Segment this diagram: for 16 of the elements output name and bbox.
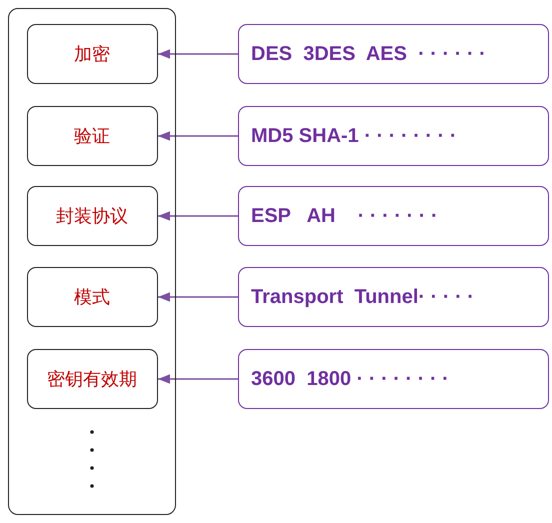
arrow bbox=[158, 374, 238, 384]
arrow bbox=[158, 49, 238, 59]
category-box: 封装协议 bbox=[26, 186, 158, 246]
category-box: 密钥有效期 bbox=[26, 348, 158, 408]
category-box: 验证 bbox=[26, 106, 158, 166]
category-box: 加密 bbox=[26, 24, 158, 84]
option-box: MD5 SHA-1 · · · · · · · · bbox=[238, 106, 549, 166]
arrow bbox=[158, 211, 238, 221]
arrow bbox=[158, 131, 238, 141]
arrow bbox=[158, 292, 238, 302]
option-box: 3600 1800 · · · · · · · · bbox=[238, 349, 549, 409]
option-box: ESP AH · · · · · · · bbox=[238, 186, 549, 246]
option-box: Transport Tunnel· · · · · bbox=[238, 267, 549, 327]
category-box: 模式 bbox=[26, 266, 158, 326]
container-box bbox=[8, 8, 176, 515]
option-box: DES 3DES AES · · · · · · bbox=[238, 24, 549, 84]
